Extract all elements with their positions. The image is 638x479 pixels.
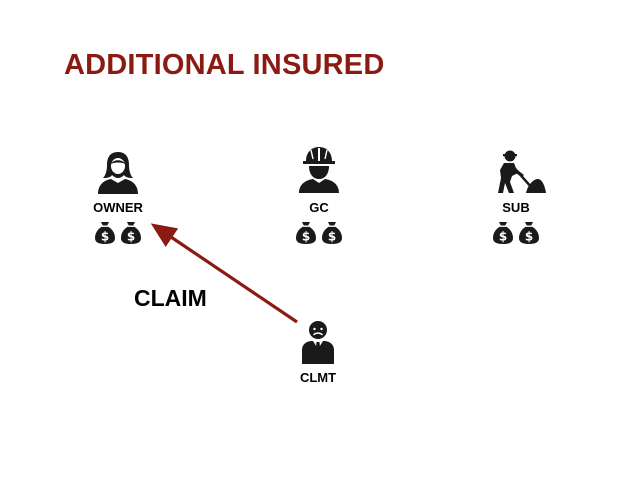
hardhat-worker-icon — [299, 147, 339, 193]
page-title: ADDITIONAL INSURED — [64, 49, 385, 81]
claim-arrow-line — [150, 223, 298, 324]
svg-text:$: $ — [101, 230, 109, 244]
svg-text:$: $ — [328, 230, 336, 244]
svg-text:$: $ — [127, 230, 135, 244]
svg-text:$: $ — [499, 230, 507, 244]
claim-edge-label: CLAIM — [134, 285, 207, 311]
svg-text:$: $ — [302, 230, 310, 244]
node-sub-label: SUB — [502, 200, 530, 215]
money-bag-icon: $ — [519, 222, 539, 244]
money-bag-icon: $ — [121, 222, 141, 244]
sad-businessman-icon — [302, 321, 334, 364]
money-bag-icon: $ — [322, 222, 342, 244]
svg-text:$: $ — [525, 230, 533, 244]
woman-person-icon — [98, 152, 138, 194]
money-bag-icon: $ — [493, 222, 513, 244]
node-owner-label: OWNER — [93, 200, 143, 215]
money-bag-icon: $ — [95, 222, 115, 244]
shovel-worker-icon — [498, 150, 546, 193]
node-clmt-label: CLMT — [299, 370, 337, 385]
money-bag-icon: $ — [296, 222, 316, 244]
node-gc-label: GC — [309, 200, 329, 215]
